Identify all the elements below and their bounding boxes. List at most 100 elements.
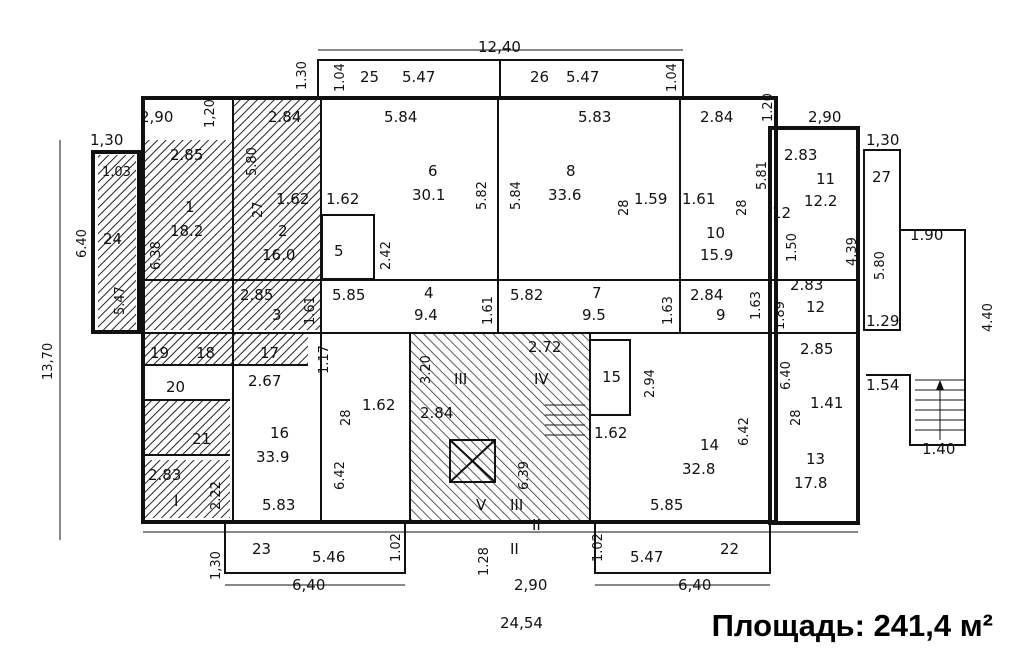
total-area-caption: Площадь: 241,4 м²	[711, 608, 993, 643]
label-r642b: 6.42	[333, 461, 348, 490]
label-room5: 5	[334, 242, 344, 260]
label-r129: 1.29	[866, 312, 899, 330]
label-r1370: 13,70	[41, 343, 56, 380]
label-room16: 16	[270, 424, 289, 442]
label-room6: 6	[428, 162, 438, 180]
label-left-top-h: 1,20	[203, 99, 218, 128]
label-rI: I	[174, 492, 178, 510]
label-r154: 1.54	[866, 376, 899, 394]
label-r163b: 1.63	[749, 291, 764, 320]
label-r162a: 1.62	[276, 190, 309, 208]
label-room10-area: 15.9	[700, 246, 733, 264]
label-r580r: 5.80	[873, 251, 888, 280]
label-room1: 1	[185, 198, 195, 216]
label-room7-area: 9.5	[582, 306, 606, 324]
label-room26-w: 5.47	[566, 68, 599, 86]
label-r638: 6.38	[149, 241, 164, 270]
label-room22: 22	[720, 540, 739, 558]
label-left-top-w: 2,90	[140, 108, 173, 126]
label-r103: 1.03	[102, 165, 131, 180]
label-room2-h: 5.80	[245, 147, 260, 176]
label-room13-w: 2.85	[800, 340, 833, 358]
label-r581: 5.81	[755, 161, 770, 190]
label-room2: 2	[278, 222, 288, 240]
label-r272: 2.72	[528, 338, 561, 356]
label-room23: 23	[252, 540, 271, 558]
label-r290: 2,90	[514, 576, 547, 594]
label-room16-area: 33.9	[256, 448, 289, 466]
label-r162d: 1.62	[594, 424, 627, 442]
label-rV: V	[476, 496, 487, 514]
label-r267: 2.67	[248, 372, 281, 390]
hatched-zones	[98, 98, 590, 523]
label-right-top-h: 1.20	[761, 93, 776, 122]
label-r28c: 28	[339, 409, 354, 426]
label-room1-area: 18.2	[170, 222, 203, 240]
label-r439: 4.39	[845, 237, 860, 266]
label-room14: 14	[700, 436, 719, 454]
label-top-h1: 1.30	[295, 61, 310, 90]
label-r642: 6.42	[737, 417, 752, 446]
label-room3: 3	[272, 306, 282, 324]
label-room12: 12	[806, 298, 825, 316]
label-room7: 7	[592, 284, 602, 302]
label-room3-w: 2.85	[240, 286, 273, 304]
label-r284: 2.84	[420, 404, 453, 422]
label-r141: 1.41	[810, 394, 843, 412]
label-room9: 9	[716, 306, 726, 324]
label-r294: 2.94	[643, 369, 658, 398]
label-room2-w: 2.84	[268, 108, 301, 126]
label-r584: 5.84	[509, 181, 524, 210]
label-r547b: 5.47	[630, 548, 663, 566]
label-left-1-30: 1,30	[90, 131, 123, 149]
label-r222: 2.22	[209, 481, 224, 510]
label-r640c: 6,40	[292, 576, 325, 594]
label-r28d: 28	[789, 409, 804, 426]
label-room26: 26	[530, 68, 549, 86]
label-r161c: 1.61	[481, 296, 496, 325]
label-room25: 25	[360, 68, 379, 86]
label-room11: 11	[816, 170, 835, 188]
label-r102a: 1.02	[389, 533, 404, 562]
label-room10-w: 2.84	[700, 108, 733, 126]
label-r19: 19	[150, 344, 169, 362]
label-room4-w: 5.85	[332, 286, 365, 304]
label-r161b: 1.61	[303, 296, 318, 325]
label-room4: 4	[424, 284, 434, 302]
label-r24: 24	[103, 230, 122, 248]
label-room11-w: 2.83	[784, 146, 817, 164]
label-r2454: 24,54	[500, 614, 543, 632]
label-room8: 8	[566, 162, 576, 180]
label-r640b: 6.40	[779, 361, 794, 390]
label-room8-area: 33.6	[548, 186, 581, 204]
label-r440: 4.40	[981, 303, 996, 332]
label-rII2: II	[510, 540, 519, 558]
label-r128: 1.28	[477, 547, 492, 576]
label-room4-area: 9.4	[414, 306, 438, 324]
label-r640: 6.40	[75, 229, 90, 258]
label-room20: 20	[166, 378, 185, 396]
label-room1-w-top: 2.85	[170, 146, 203, 164]
label-r242: 2.42	[379, 241, 394, 270]
label-r163: 1.63	[661, 296, 676, 325]
label-top-total: 12,40	[478, 38, 521, 56]
label-room11-area: 12.2	[804, 192, 837, 210]
label-r189: 1.89	[773, 301, 788, 330]
label-rIII: III	[454, 370, 467, 388]
label-r162c: 1.62	[362, 396, 395, 414]
label-r140: 1.40	[922, 440, 955, 458]
label-r27r: 27	[872, 168, 891, 186]
label-room7-w: 5.82	[510, 286, 543, 304]
label-r117: 1.17	[317, 345, 332, 374]
stairs	[545, 379, 965, 440]
label-r640d: 6,40	[678, 576, 711, 594]
label-r547v: 5.47	[113, 286, 128, 315]
label-room2-area: 16.0	[262, 246, 295, 264]
label-r28a: 28	[617, 199, 632, 216]
label-r582: 5.82	[475, 181, 490, 210]
label-r150: 1.50	[785, 233, 800, 262]
label-r159: 1.59	[634, 190, 667, 208]
label-room13: 13	[806, 450, 825, 468]
label-top-bal-right-h: 1.04	[665, 63, 680, 92]
